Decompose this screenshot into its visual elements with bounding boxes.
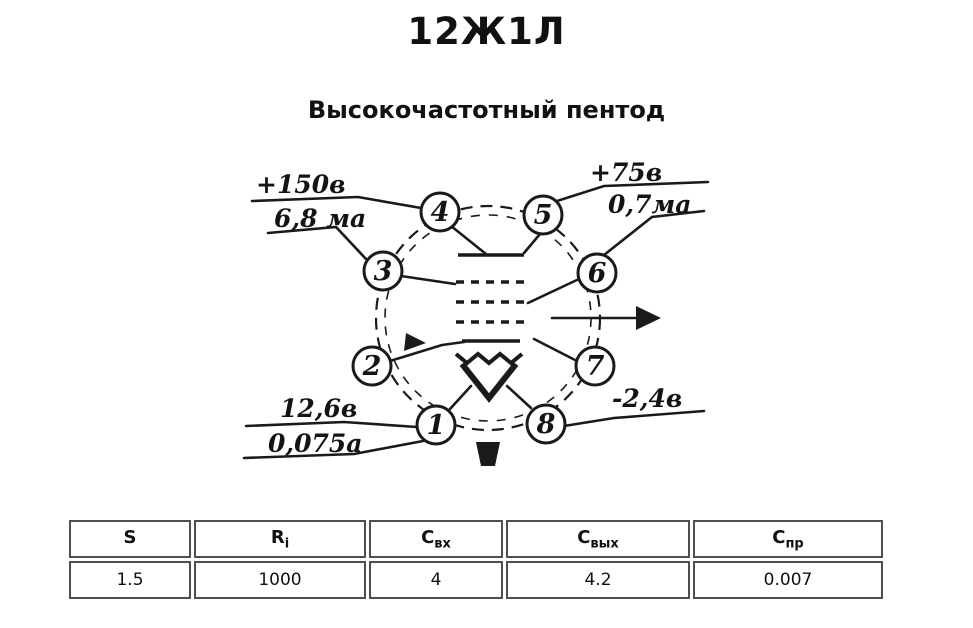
pin-8-label: 8 xyxy=(536,409,556,440)
header-sub: вых xyxy=(590,536,619,552)
pin-2: 2 xyxy=(351,345,393,387)
page-title: 12Ж1Л xyxy=(407,10,566,53)
connection-wires xyxy=(242,180,710,460)
table-cell-cvyx: 4.2 xyxy=(506,561,690,599)
table-header-row: S Ri Cвх Cвых Cпр xyxy=(69,520,883,558)
pin-6-label: 6 xyxy=(588,258,607,289)
header-main: R xyxy=(270,526,285,548)
page-subtitle: Высокочастотный пентод xyxy=(307,96,666,124)
table-header-cpr: Cпр xyxy=(693,520,883,558)
pin-7-label: 7 xyxy=(586,351,605,382)
pin-1-label: 1 xyxy=(427,410,446,441)
header-sub: i xyxy=(284,536,290,552)
heater-vee xyxy=(459,362,519,403)
annotation-anode-voltage: +150в xyxy=(256,170,346,199)
pin-3: 3 xyxy=(362,250,404,292)
pin-6: 6 xyxy=(576,252,618,294)
pin-4-label: 4 xyxy=(431,197,450,228)
pin-2-label: 2 xyxy=(362,351,382,382)
table-header-s: S xyxy=(69,520,191,558)
pentode-symbol xyxy=(388,224,581,411)
heater-zigzag xyxy=(454,351,524,366)
table-cell-s: 1.5 xyxy=(69,561,191,599)
pin-7: 7 xyxy=(574,345,616,387)
header-main: C xyxy=(772,526,786,548)
annotation-anode-current: 6,8 ма xyxy=(274,204,366,233)
header-sub: пр xyxy=(785,536,804,552)
pin-5-label: 5 xyxy=(534,200,553,231)
pin-4: 4 xyxy=(419,191,461,233)
table-value-row: 1.5 1000 4 4.2 0.007 xyxy=(69,561,883,599)
header-main: C xyxy=(421,526,435,548)
annotation-screen-voltage: +75в xyxy=(590,158,662,187)
parameters-table: S Ri Cвх Cвых Cпр 1.5 1000 4 4.2 xyxy=(66,517,886,602)
annotation-grid-bias: -2,4в xyxy=(612,384,682,413)
annotation-heater-current: 0,075а xyxy=(268,429,362,458)
table-header-ri: Ri xyxy=(194,520,366,558)
output-arrow-icon xyxy=(636,306,661,330)
annotation-screen-current: 0,7ма xyxy=(608,190,691,219)
socket-key-icon xyxy=(476,442,500,466)
table-header-cvyx: Cвых xyxy=(506,520,690,558)
pin-1: 1 xyxy=(415,404,457,446)
table-cell-ri: 1000 xyxy=(194,561,366,599)
table-header-cvx: Cвх xyxy=(369,520,503,558)
header-main: S xyxy=(123,526,137,548)
cathode-arrow-icon xyxy=(404,333,426,351)
annotation-heater-voltage: 12,6в xyxy=(280,394,357,423)
table-cell-cpr: 0.007 xyxy=(693,561,883,599)
pin-3-label: 3 xyxy=(374,256,393,287)
header-main: C xyxy=(577,526,591,548)
table-cell-cvx: 4 xyxy=(369,561,503,599)
tube-pinout-diagram: 1 2 3 4 5 6 7 8 +150в xyxy=(0,155,973,485)
pin-5: 5 xyxy=(522,194,564,236)
header-sub: вх xyxy=(434,536,451,552)
tube-pinout-svg: 1 2 3 4 5 6 7 8 +150в xyxy=(242,158,710,466)
pin-8: 8 xyxy=(525,403,567,445)
